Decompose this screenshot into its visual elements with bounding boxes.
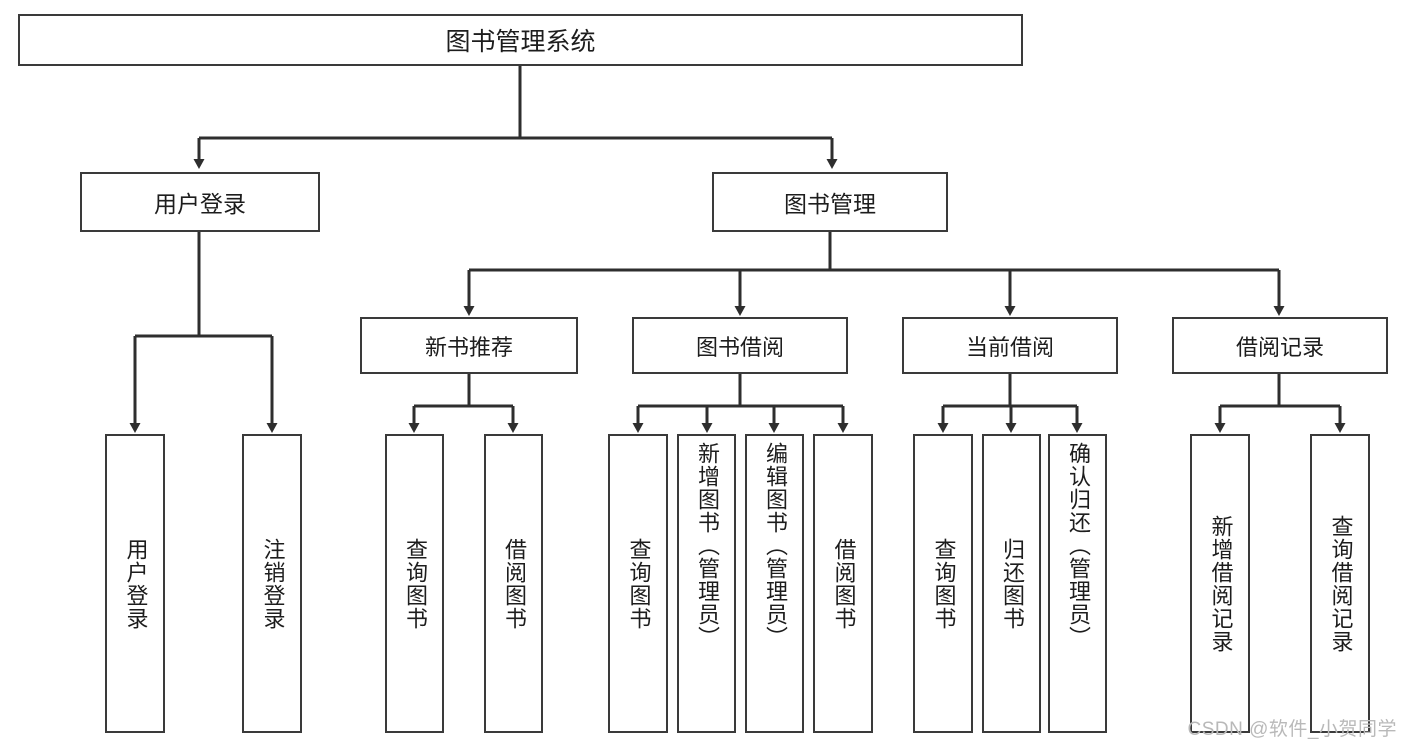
- node-book-borrow[interactable]: 图书借阅: [632, 317, 848, 374]
- node-label: 归还图书: [999, 537, 1025, 630]
- node-label: 图书管理: [784, 191, 876, 217]
- node-label: 图书借阅: [695, 334, 784, 360]
- node-label: 查询图书: [931, 537, 957, 630]
- node-label: 借阅图书: [501, 537, 527, 630]
- leaf-return-book[interactable]: 归还图书: [982, 434, 1041, 733]
- node-root-system[interactable]: 图书管理系统: [18, 14, 1023, 66]
- node-label: 确认归还（管理员）: [1065, 442, 1091, 649]
- watermark-text: CSDN @软件_小贺同学: [1187, 719, 1397, 740]
- node-label: 编辑图书（管理员）: [762, 442, 788, 649]
- node-label: 借阅记录: [1235, 334, 1324, 360]
- node-label: 查询借阅记录: [1328, 514, 1354, 653]
- node-label: 用户登录: [154, 191, 246, 217]
- leaf-query-borrow-record[interactable]: 查询借阅记录: [1310, 434, 1370, 733]
- node-label: 查询图书: [626, 537, 652, 630]
- leaf-borrow-book[interactable]: 借阅图书: [813, 434, 873, 733]
- node-label: 查询图书: [402, 537, 428, 630]
- leaf-logout-login[interactable]: 注销登录: [242, 434, 302, 733]
- node-new-book-recommend[interactable]: 新书推荐: [360, 317, 578, 374]
- node-label: 图书管理系统: [445, 28, 596, 56]
- node-book-management[interactable]: 图书管理: [712, 172, 948, 232]
- node-label: 当前借阅: [965, 334, 1054, 360]
- leaf-add-borrow-record[interactable]: 新增借阅记录: [1190, 434, 1250, 733]
- leaf-edit-book-admin[interactable]: 编辑图书（管理员）: [745, 434, 804, 733]
- node-label: 新增图书（管理员）: [694, 442, 720, 649]
- leaf-user-login[interactable]: 用户登录: [105, 434, 165, 733]
- node-label: 注销登录: [260, 537, 286, 630]
- node-label: 借阅图书: [831, 537, 857, 630]
- node-label: 用户登录: [123, 537, 149, 630]
- leaf-query-book-recommend[interactable]: 查询图书: [385, 434, 444, 733]
- leaf-borrow-book-recommend[interactable]: 借阅图书: [484, 434, 543, 733]
- node-label: 新增借阅记录: [1208, 514, 1234, 653]
- leaf-confirm-return-admin[interactable]: 确认归还（管理员）: [1048, 434, 1107, 733]
- leaf-add-book-admin[interactable]: 新增图书（管理员）: [677, 434, 736, 733]
- node-borrow-records[interactable]: 借阅记录: [1172, 317, 1388, 374]
- node-user-login[interactable]: 用户登录: [80, 172, 320, 232]
- node-label: 新书推荐: [424, 334, 513, 360]
- leaf-query-book-borrow[interactable]: 查询图书: [608, 434, 668, 733]
- leaf-query-book-current[interactable]: 查询图书: [913, 434, 973, 733]
- node-current-borrow[interactable]: 当前借阅: [902, 317, 1118, 374]
